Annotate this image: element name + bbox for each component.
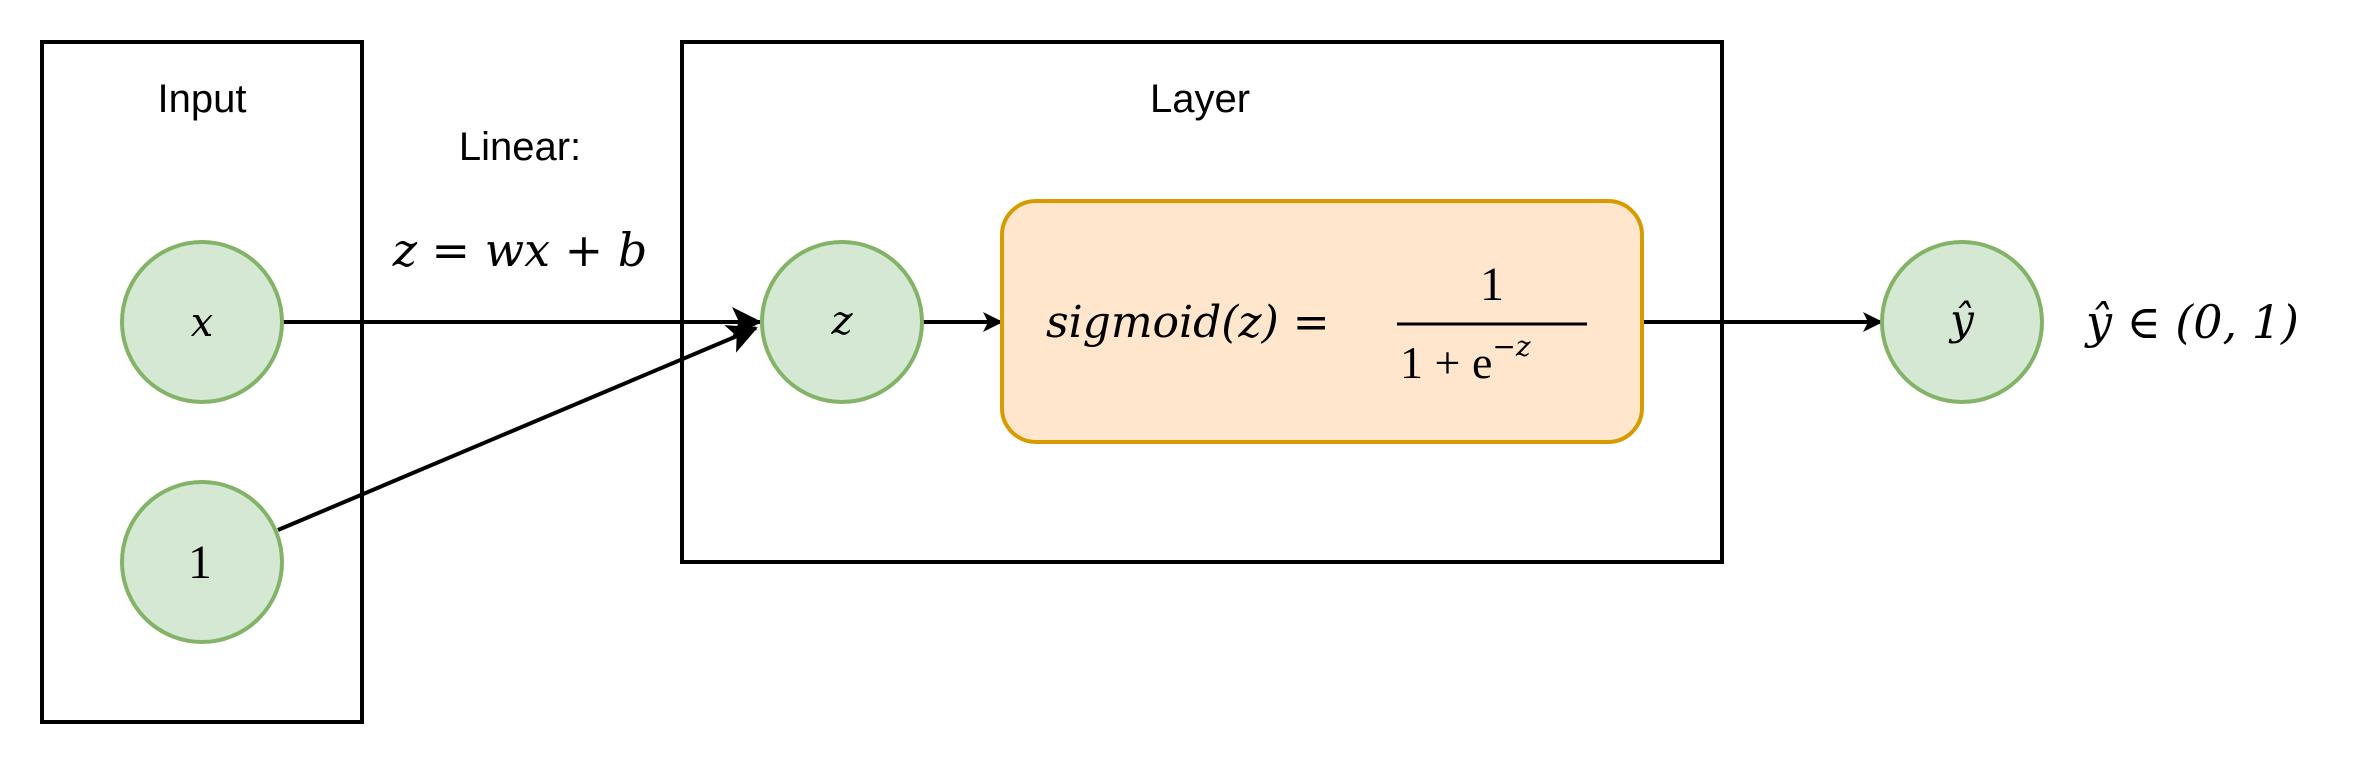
input-box-label: Input <box>158 77 247 121</box>
sigmoid-lhs: sigmoid(z) = <box>1046 297 1330 348</box>
node-z: z <box>760 240 924 404</box>
node-y-hat: ŷ <box>1880 240 2044 404</box>
node-one-label: 1 <box>188 536 212 589</box>
layer-box-label: Layer <box>1150 77 1250 121</box>
denominator-base: 1 + e <box>1400 337 1492 388</box>
layer-box <box>680 40 1724 564</box>
input-box <box>40 40 364 724</box>
output-range-label: ŷ ∈ (0, 1) <box>2084 295 2299 349</box>
linear-title: Linear: <box>459 125 581 169</box>
denominator-exponent: −z <box>1492 330 1530 363</box>
node-x-label: x <box>191 300 214 346</box>
node-z-label: z <box>830 298 853 344</box>
node-x: x <box>120 240 284 404</box>
node-y-hat-label: ŷ <box>1948 295 1975 344</box>
sigmoid-denominator: 1 + e−z <box>1400 330 1531 388</box>
sigmoid-activation-box: sigmoid(z) = 1 1 + e−z <box>1000 199 1644 444</box>
sigmoid-numerator: 1 <box>1480 258 1504 311</box>
node-bias-one: 1 <box>120 480 284 644</box>
linear-equation: z = wx + b <box>392 223 648 277</box>
edge-1-to-z <box>277 325 758 532</box>
